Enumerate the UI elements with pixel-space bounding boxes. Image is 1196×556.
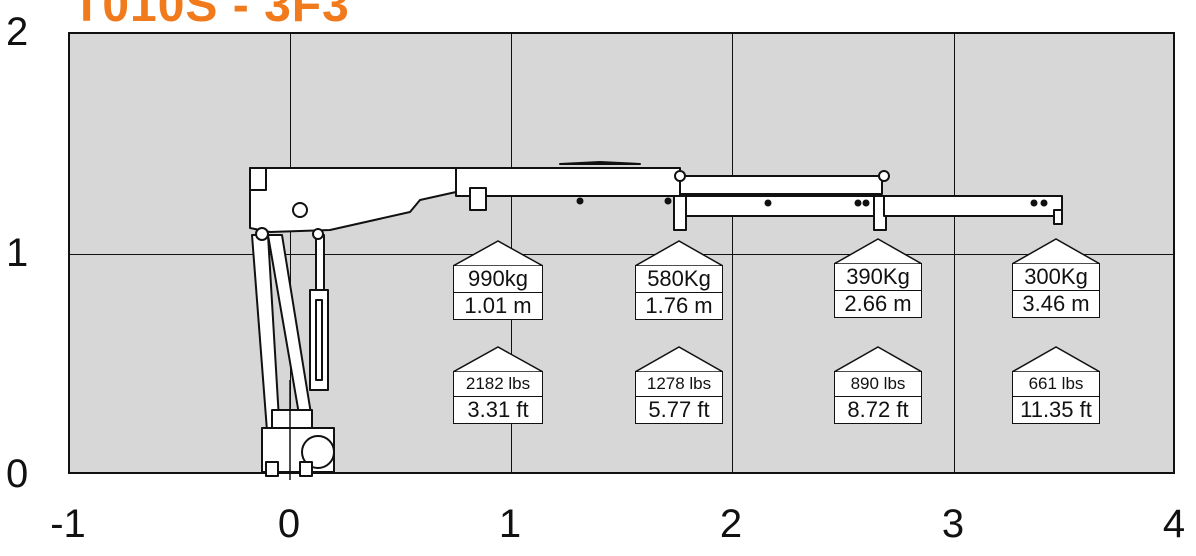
metric-load-label: 580Kg 1.76 m	[635, 240, 723, 320]
metric-reach: 3.46 m	[1022, 291, 1090, 316]
metric-load: 990kg	[454, 266, 542, 293]
grid-line-y-1	[70, 254, 1173, 255]
grid-line-x-2	[732, 34, 733, 472]
grid-line-x-3	[954, 34, 955, 472]
x-tick-label: 0	[277, 502, 301, 546]
imperial-load-label: 2182 lbs 3.31 ft	[453, 346, 543, 424]
imperial-load: 890 lbs	[835, 372, 921, 397]
metric-reach: 1.01 m	[464, 293, 532, 318]
metric-load: 300Kg	[1013, 264, 1099, 291]
metric-reach: 1.76 m	[645, 293, 713, 318]
grid-line-x-0	[290, 34, 291, 472]
imperial-reach: 8.72 ft	[847, 397, 909, 422]
x-tick-label: 3	[941, 502, 965, 546]
imperial-reach: 5.77 ft	[648, 397, 710, 422]
y-tick-label: 1	[6, 231, 29, 275]
imperial-load: 661 lbs	[1013, 372, 1099, 397]
imperial-load-label: 890 lbs 8.72 ft	[834, 346, 922, 424]
x-tick-label: 2	[719, 502, 743, 546]
y-tick-label: 2	[6, 10, 29, 54]
chart-title: T010S - 3F3	[72, 0, 350, 32]
y-tick-label: 0	[6, 452, 29, 496]
imperial-reach: 3.31 ft	[467, 397, 529, 422]
metric-reach: 2.66 m	[844, 291, 912, 316]
imperial-load: 2182 lbs	[454, 372, 542, 397]
x-tick-label: 4	[1162, 502, 1186, 546]
imperial-load-label: 1278 lbs 5.77 ft	[635, 346, 723, 424]
metric-load-label: 990kg 1.01 m	[453, 240, 543, 320]
x-tick-label: 1	[498, 502, 522, 546]
metric-load-label: 390Kg 2.66 m	[834, 238, 922, 318]
metric-load: 390Kg	[835, 264, 921, 291]
metric-load-label: 300Kg 3.46 m	[1012, 238, 1100, 318]
x-tick-label: -1	[50, 502, 86, 546]
imperial-reach: 11.35 ft	[1020, 397, 1092, 422]
metric-load: 580Kg	[636, 266, 722, 293]
imperial-load: 1278 lbs	[636, 372, 722, 397]
imperial-load-label: 661 lbs 11.35 ft	[1012, 346, 1100, 424]
